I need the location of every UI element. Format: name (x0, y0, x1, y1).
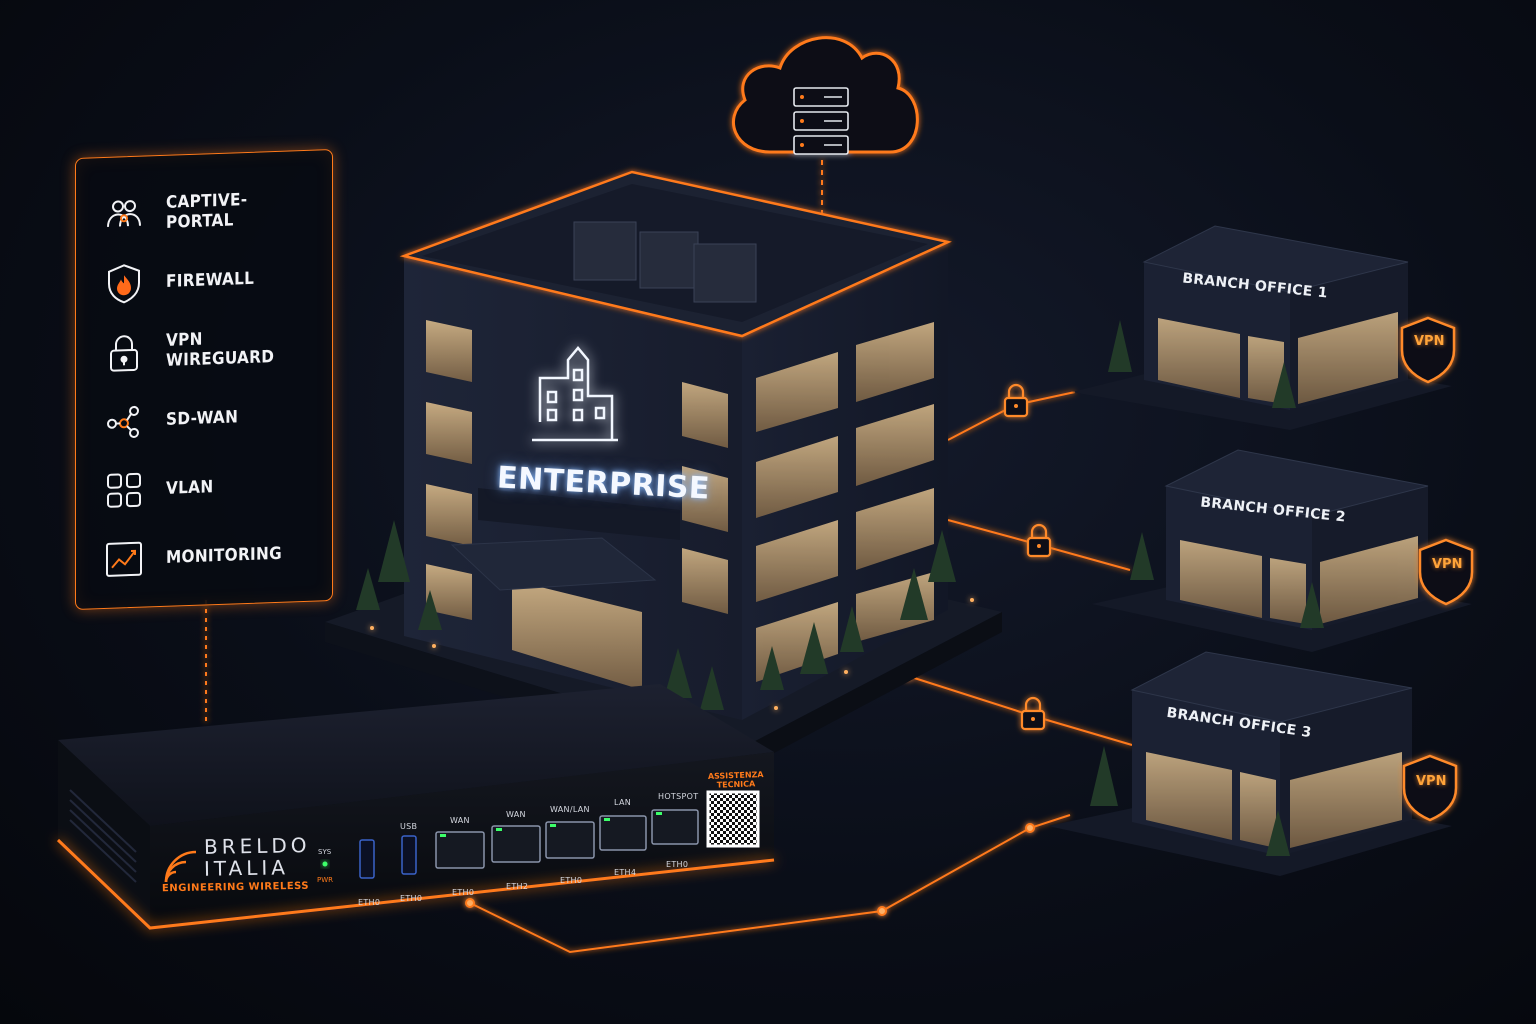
padlock-icon (1020, 696, 1046, 731)
branch-office-2 (1092, 449, 1472, 652)
port-4-top: LAN (614, 798, 631, 807)
hq-trees (356, 520, 956, 710)
padlock-icon (1003, 383, 1029, 418)
sys-led-label: SYS (318, 848, 332, 856)
link-branch-3 (907, 675, 1133, 746)
junction-dot (877, 906, 887, 916)
usb-port-2-bottom: ETH0 (400, 894, 423, 903)
wifi-logo-icon (164, 850, 197, 883)
support-line2: TECNICA (716, 779, 756, 790)
shield-icon (1418, 538, 1474, 606)
usb-port-1-bottom: ETH0 (358, 898, 381, 907)
features-panel: CAPTIVE-PORTAL FIREWALL VPN WIREGUARD (75, 148, 333, 610)
hq-left-windows (426, 320, 642, 690)
link-padlocks (1003, 383, 1052, 731)
feature-label: MONITORING (166, 543, 282, 568)
shield-icon (1400, 316, 1456, 384)
branch-office-1 (1072, 225, 1452, 430)
grid-squares-icon (102, 467, 146, 513)
port-3-top: WAN/LAN (550, 805, 590, 814)
vpn-shields (1400, 316, 1474, 822)
router-device (56, 684, 775, 930)
feature-vlan: VLAN (102, 449, 314, 525)
usb-ports[interactable] (359, 835, 417, 879)
branch-office-3 (1048, 651, 1452, 876)
chart-monitor-icon (102, 536, 146, 582)
shield-icon (1402, 754, 1458, 822)
support-label: ASSISTENZA TECNICA (708, 770, 764, 790)
feature-label: VPN WIREGUARD (166, 329, 275, 371)
qr-code (706, 790, 760, 848)
feature-label: CAPTIVE-PORTAL (166, 189, 248, 233)
port-5-bottom: ETH0 (666, 860, 689, 869)
usb-label: USB (400, 822, 418, 831)
vpn-badge-1: VPN (1414, 334, 1445, 349)
feature-label: FIREWALL (166, 268, 255, 292)
feature-label: VLAN (166, 476, 214, 499)
vpn-badge-2: VPN (1432, 557, 1463, 572)
sys-led (322, 861, 328, 867)
pwr-led-label: PWR (317, 876, 334, 884)
port-2-bottom: ETH2 (506, 882, 529, 891)
feature-firewall: FIREWALL (102, 242, 314, 318)
junction-dot (465, 898, 475, 908)
port-3-bottom: ETH0 (560, 876, 583, 885)
feature-captive-portal: CAPTIVE-PORTAL (102, 173, 314, 249)
connection-lines (205, 160, 1133, 954)
port-4-bottom: ETH4 (614, 868, 637, 877)
network-nodes-icon (102, 398, 146, 444)
enterprise-building (325, 170, 1002, 770)
feature-label: SD-WAN (166, 406, 239, 430)
feature-vpn-wireguard: VPN WIREGUARD (102, 311, 314, 387)
branch-trees (1090, 320, 1324, 856)
router-brand-line2: ITALIA (203, 855, 290, 881)
junction-dot (1025, 823, 1035, 833)
feature-monitoring: MONITORING (102, 518, 314, 594)
padlock-icon (102, 329, 146, 375)
ethernet-ports[interactable] (435, 809, 699, 869)
fire-shield-icon (102, 260, 146, 306)
padlock-icon (1026, 523, 1052, 558)
feature-sd-wan: SD-WAN (102, 380, 314, 456)
building-icon (532, 346, 618, 442)
port-2-top: WAN (506, 810, 526, 819)
port-1-bottom: ETH0 (452, 888, 475, 897)
vpn-badge-3: VPN (1416, 774, 1447, 789)
hq-right-windows (682, 322, 934, 682)
cloud-server-icon (732, 36, 919, 155)
port-5-top: HOTSPOT (658, 792, 699, 801)
hvac-units (573, 221, 757, 303)
port-1-top: WAN (450, 816, 470, 825)
users-icon (102, 191, 146, 237)
